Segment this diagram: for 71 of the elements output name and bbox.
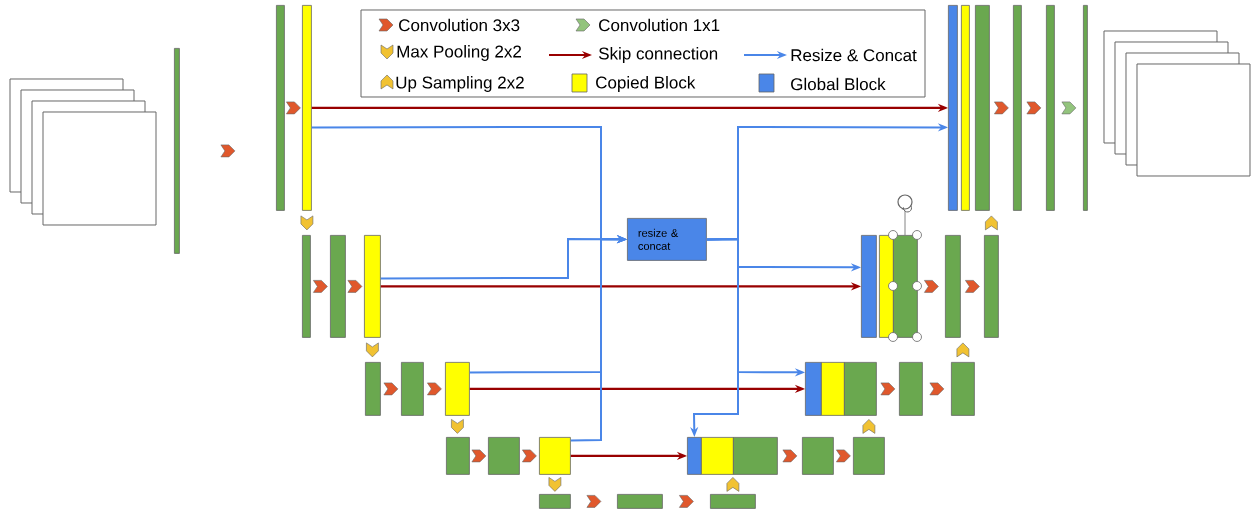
operation-chevron xyxy=(383,382,399,396)
feature-bar xyxy=(802,437,834,475)
operation-chevron xyxy=(929,382,945,396)
feature-bar xyxy=(844,362,877,416)
feature-bar xyxy=(945,235,961,338)
feature-bar xyxy=(617,494,663,509)
feature-bar xyxy=(733,437,778,475)
feature-bar xyxy=(899,362,923,416)
legend-label: Resize & Concat xyxy=(791,48,917,62)
operation-chevron xyxy=(679,495,694,508)
operation-chevron xyxy=(286,101,301,115)
operation-chevron xyxy=(965,280,980,293)
feature-bar xyxy=(984,235,999,338)
operation-chevron xyxy=(347,280,363,293)
feature-bar xyxy=(330,235,346,338)
feature-bar xyxy=(710,494,756,509)
operation-chevron xyxy=(427,382,442,396)
operation-chevron xyxy=(548,477,562,492)
operation-chevron xyxy=(1061,101,1077,115)
feature-bar xyxy=(445,362,470,416)
feature-bar xyxy=(302,5,312,211)
feature-bar xyxy=(853,437,885,475)
feature-bar xyxy=(1083,5,1088,211)
operation-chevron xyxy=(586,495,602,508)
legend-label: Max Pooling 2x2 xyxy=(397,45,521,61)
image-stack-drawing xyxy=(9,78,157,226)
operation-chevron xyxy=(782,449,798,463)
feature-bar xyxy=(488,437,520,475)
operation-chevron xyxy=(836,449,851,463)
feature-bar xyxy=(879,235,894,338)
operation-chevron xyxy=(985,215,998,231)
operation-chevron xyxy=(1026,101,1042,115)
feature-bar xyxy=(174,48,180,254)
feature-bar xyxy=(446,437,470,475)
feature-bar xyxy=(539,494,571,509)
legend-label: Global Block xyxy=(791,77,886,91)
feature-bar xyxy=(539,437,571,475)
operation-chevron xyxy=(994,101,1009,115)
operation-chevron xyxy=(451,419,464,434)
legend-label: Copied Block xyxy=(596,76,696,92)
operation-chevron xyxy=(862,419,876,434)
operation-chevron xyxy=(924,280,939,293)
operation-chevron xyxy=(522,449,537,463)
legend-label: Up Sampling 2x2 xyxy=(396,76,524,92)
operation-chevron xyxy=(471,449,487,463)
operation-chevron xyxy=(956,342,970,358)
operation-chevron xyxy=(313,280,328,293)
image-stack-drawing xyxy=(1103,30,1251,177)
process-box: resize & concat xyxy=(627,218,707,261)
feature-bar xyxy=(961,5,970,211)
feature-bar xyxy=(821,362,845,416)
feature-bar xyxy=(364,235,381,338)
feature-bar xyxy=(893,235,918,338)
operation-chevron xyxy=(220,144,236,158)
feature-bar xyxy=(951,362,975,416)
operation-chevron xyxy=(726,477,740,492)
feature-bar xyxy=(805,362,822,416)
feature-bar xyxy=(1046,5,1055,211)
feature-bar xyxy=(276,5,285,211)
legend-label: Convolution 3x3 xyxy=(399,18,520,32)
feature-bar xyxy=(365,362,381,416)
operation-chevron xyxy=(880,382,896,396)
legend-label: Skip connection xyxy=(598,47,718,63)
feature-bar xyxy=(701,437,734,475)
legend-label: Convolution 1x1 xyxy=(599,18,720,32)
feature-bar xyxy=(302,235,311,338)
feature-bar xyxy=(975,5,990,211)
operation-chevron xyxy=(300,215,314,231)
operation-chevron xyxy=(366,342,379,358)
feature-bar xyxy=(401,362,424,416)
feature-bar xyxy=(1013,5,1022,211)
